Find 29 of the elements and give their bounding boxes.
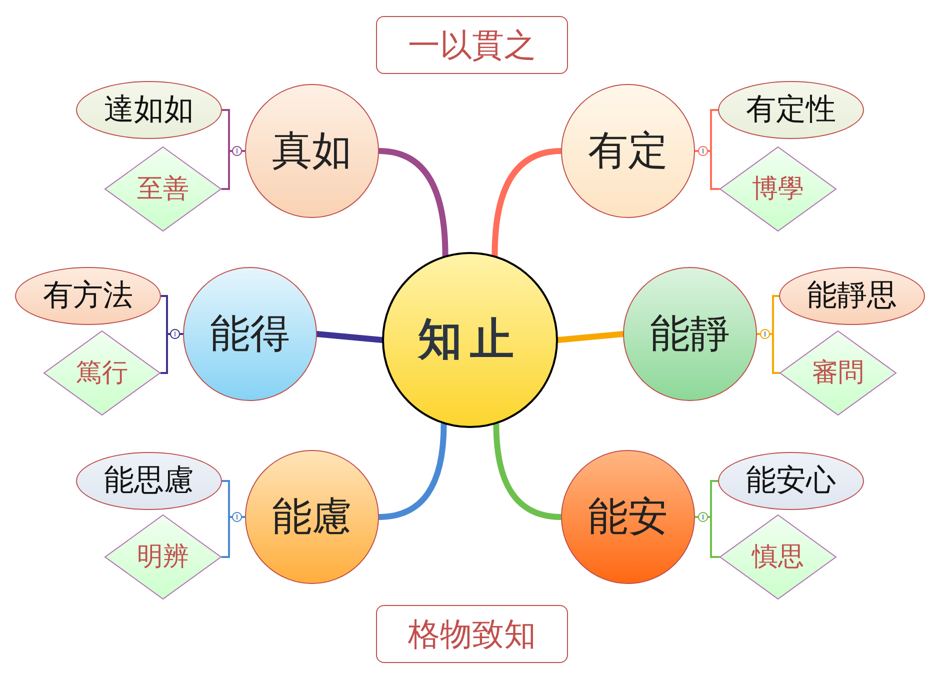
topic-label: 有方法 xyxy=(43,281,133,311)
topic-label: 有定 xyxy=(588,131,668,171)
central-topic-label: 知止 xyxy=(418,318,522,362)
topic-label: 能安心 xyxy=(746,466,836,496)
topic-label: 篤行 xyxy=(76,360,128,386)
topic-label: 至善 xyxy=(137,176,189,202)
subtopic-diamond xyxy=(719,146,837,232)
title-banner xyxy=(376,16,568,74)
topic-label: 審問 xyxy=(812,360,864,386)
topic-label: 真如 xyxy=(272,131,352,171)
subtopic-diamond xyxy=(104,514,222,600)
title-text: 一以貫之 xyxy=(408,29,536,61)
title-banner xyxy=(376,605,568,663)
topic-label: 博學 xyxy=(752,176,804,202)
topic-label: 能思慮 xyxy=(104,466,194,496)
subtopic-diamond xyxy=(719,514,837,600)
title-text: 格物致知 xyxy=(408,618,536,650)
topic-label: 能靜思 xyxy=(807,281,897,311)
topic-label: 明辨 xyxy=(137,544,189,570)
topic-label: 能安 xyxy=(588,497,668,537)
topic-label: 能慮 xyxy=(272,497,352,537)
subtopic-diamond xyxy=(43,330,161,416)
subtopic-diamond xyxy=(104,146,222,232)
topic-label: 慎思 xyxy=(752,544,804,570)
topic-label: 能得 xyxy=(210,314,290,354)
topic-label: 有定性 xyxy=(746,95,836,125)
topic-label: 達如如 xyxy=(104,95,194,125)
subtopic-diamond xyxy=(779,330,897,416)
topic-label: 能靜 xyxy=(650,314,730,354)
